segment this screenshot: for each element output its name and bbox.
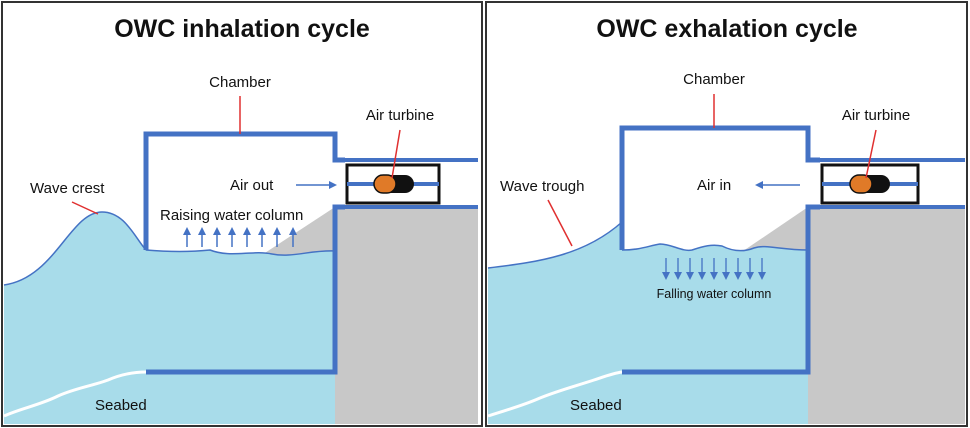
falling-arrows	[662, 258, 766, 280]
seabed-edge	[3, 370, 147, 418]
airflow-label: Air out	[230, 177, 274, 194]
turbine-leader	[391, 129, 401, 179]
turbine-leader	[865, 129, 877, 179]
seabed-label: Seabed	[570, 397, 622, 414]
rising-arrows	[183, 227, 297, 247]
chamber-water	[146, 250, 335, 372]
chamber-wall	[619, 125, 820, 250]
wave-label: Wave crest	[30, 180, 105, 197]
sea-water	[4, 212, 335, 424]
water-column-label: Raising water column	[160, 207, 303, 224]
chamber-label: Chamber	[683, 71, 745, 88]
turbine-label: Air turbine	[842, 107, 910, 124]
chamber-water	[622, 244, 808, 372]
seabed-label: Seabed	[95, 397, 147, 414]
chamber-wall-lower	[146, 204, 345, 375]
turbine-label: Air turbine	[366, 107, 434, 124]
chamber-wall-lower	[622, 204, 820, 375]
panel-title: OWC inhalation cycle	[114, 15, 370, 43]
seabed-edge	[487, 370, 623, 418]
inhalation-panel: OWC inhalation cycle Seabed Chamber Air …	[1, 1, 483, 427]
water-surface-inside	[621, 243, 809, 252]
wave-leader	[547, 199, 573, 247]
panel-title: OWC exhalation cycle	[596, 15, 857, 43]
turbine-icon	[849, 174, 890, 194]
airflow-label: Air in	[697, 177, 731, 194]
chamber-wall	[143, 131, 345, 250]
water-column-label: Falling water column	[657, 287, 772, 301]
exhalation-panel: OWC exhalation cycle Seabed Chamber Air …	[485, 1, 968, 427]
water-surface-outside	[487, 221, 623, 269]
wave-label: Wave trough	[500, 178, 585, 195]
wave-leader	[71, 201, 99, 215]
water-surface-inside	[145, 249, 336, 256]
chamber-label: Chamber	[209, 74, 271, 91]
turbine-icon	[373, 174, 414, 194]
